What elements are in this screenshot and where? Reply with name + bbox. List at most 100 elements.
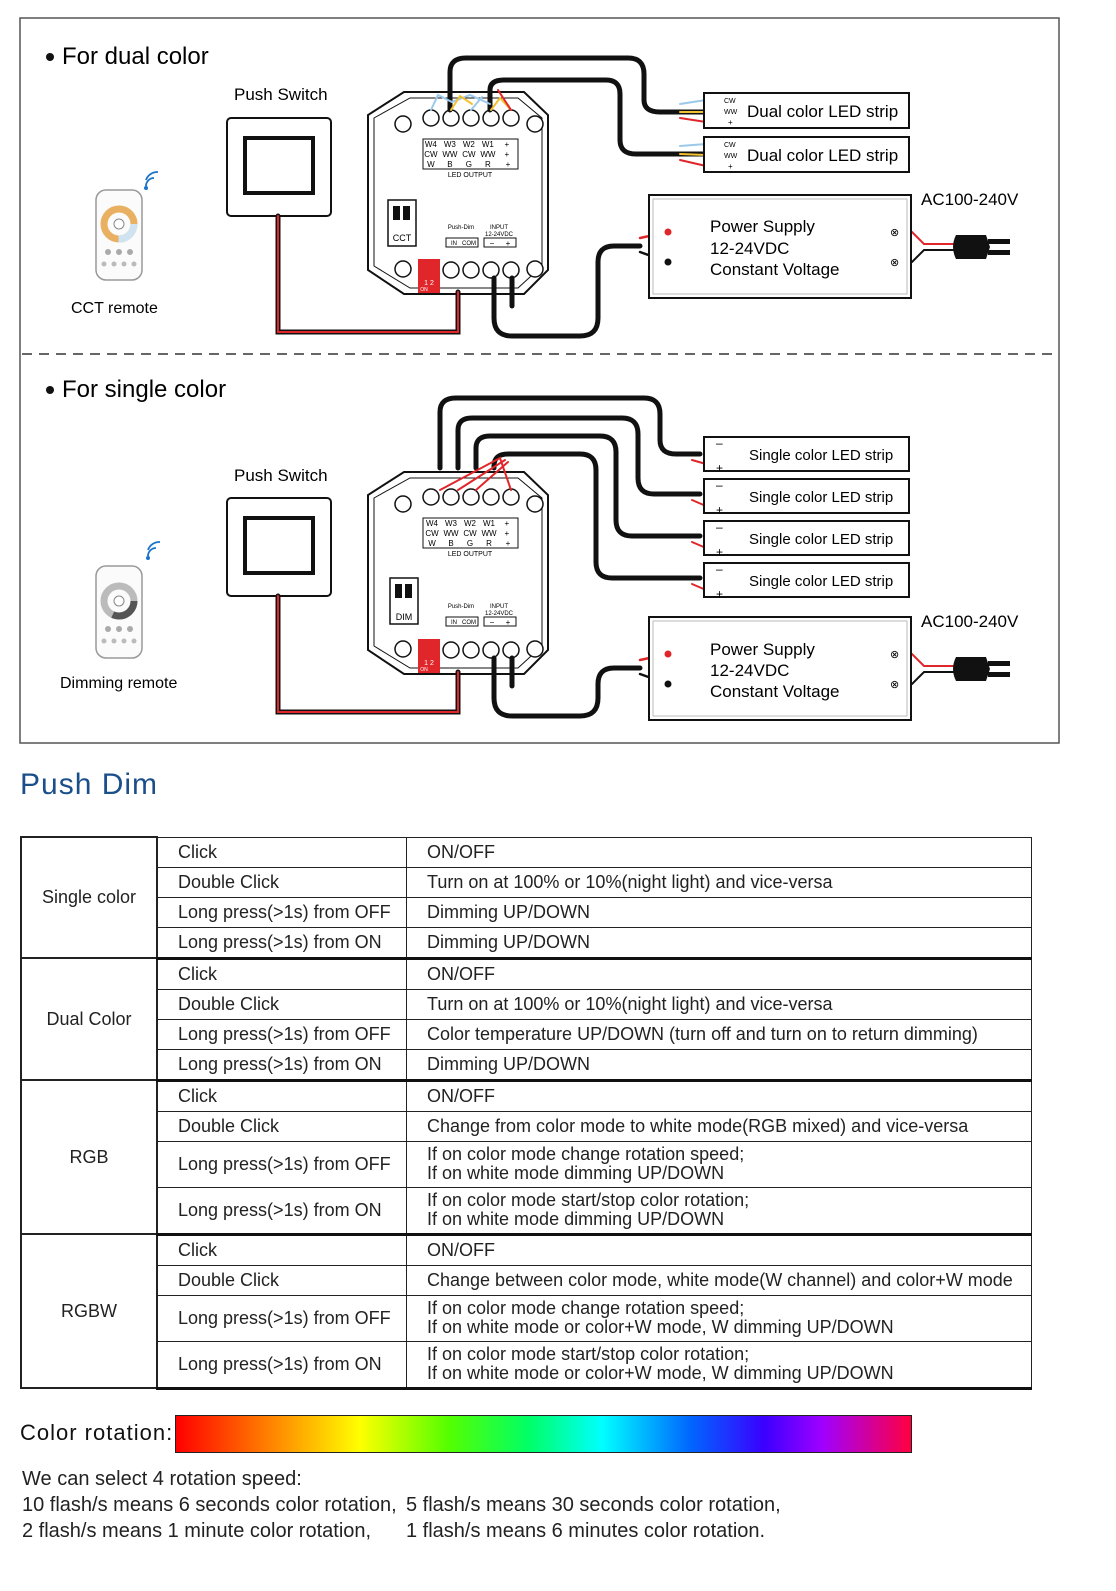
svg-text:ON: ON <box>420 667 428 673</box>
svg-text:⊗: ⊗ <box>890 257 899 269</box>
svg-text:+: + <box>716 545 723 559</box>
table-action-cell: Double Click <box>156 988 407 1020</box>
table-group-cell: RGB <box>20 1079 158 1235</box>
table-row: Long press(>1s) from OFF Dimming UP/DOWN <box>21 896 1032 928</box>
svg-text:Push-Dim: Push-Dim <box>448 604 474 610</box>
svg-text:Dual color LED strip: Dual color LED strip <box>747 146 898 165</box>
function-line: Change between color mode, white mode(W … <box>427 1269 1013 1290</box>
rotation-speed-notes: We can select 4 rotation speed: 10 flash… <box>22 1466 781 1544</box>
function-line: Dimming UP/DOWN <box>427 931 591 952</box>
function-line: Dimming UP/DOWN <box>427 901 591 922</box>
function-line: ON/OFF <box>427 1085 495 1106</box>
diagram-frame <box>19 17 1060 744</box>
svg-text:⊗: ⊗ <box>890 649 899 661</box>
table-action-cell: Double Click <box>156 1110 407 1142</box>
function-line: If on white mode dimming UP/DOWN <box>427 1209 725 1229</box>
svg-text:12-24VDC: 12-24VDC <box>710 661 789 680</box>
svg-text:−: − <box>490 239 495 248</box>
svg-text:COM: COM <box>462 241 476 247</box>
table-row: Double Click Change between color mode, w… <box>21 1264 1032 1296</box>
svg-text:+: + <box>506 618 511 627</box>
table-action-cell: Long press(>1s) from ON <box>156 1340 407 1390</box>
single-section: For single color Push Switch Dimming rem… <box>46 376 1019 721</box>
rotation-speed-text: 10 flash/s means 6 seconds color rotatio… <box>22 1494 397 1516</box>
svg-text:LED OUTPUT: LED OUTPUT <box>448 172 493 179</box>
function-line: Dimming UP/DOWN <box>427 1053 591 1074</box>
table-function-cell: If on color mode start/stop color rotati… <box>406 1186 1032 1236</box>
svg-text:–: – <box>716 478 723 492</box>
table-action-cell: Long press(>1s) from OFF <box>156 1018 407 1050</box>
table-action-cell: Click <box>156 1233 407 1266</box>
svg-text:WW: WW <box>724 153 738 160</box>
rotation-speed-text: 1 flash/s means 6 minutes color rotation… <box>406 1520 766 1542</box>
table-row: Long press(>1s) from ON Dimming UP/DOWN <box>21 1048 1032 1082</box>
svg-text:Single color LED strip: Single color LED strip <box>749 489 893 506</box>
mode-label-dim: DIM <box>396 612 413 622</box>
table-row: Long press(>1s) from ON If on color mode … <box>21 1340 1032 1390</box>
dual-section: For dual color Push Switch CCT remote <box>46 43 1019 339</box>
svg-text:IN: IN <box>451 620 457 626</box>
push-switch-label-2: Push Switch <box>234 466 328 485</box>
svg-text:Push-Dim: Push-Dim <box>448 225 474 231</box>
table-function-cell: If on color mode change rotation speed;I… <box>406 1294 1032 1342</box>
function-line: Color temperature UP/DOWN (turn off and … <box>427 1023 978 1044</box>
table-function-cell: ON/OFF <box>406 836 1032 868</box>
svg-text:⊗: ⊗ <box>890 679 899 691</box>
table-action-cell: Click <box>156 836 407 868</box>
svg-text:Dual color LED strip: Dual color LED strip <box>747 102 898 121</box>
svg-text:+: + <box>506 239 511 248</box>
svg-text:1 2: 1 2 <box>424 660 434 667</box>
function-line: If on white mode or color+W mode, W dimm… <box>427 1363 894 1383</box>
dual-heading: For dual color <box>62 43 209 70</box>
table-group-cell: RGBW <box>20 1233 158 1389</box>
ac-plug-icon <box>953 657 1010 681</box>
svg-text:12-24VDC: 12-24VDC <box>710 239 789 258</box>
svg-text:ON: ON <box>420 287 428 293</box>
function-line: Turn on at 100% or 10%(night light) and … <box>427 871 833 892</box>
cct-remote-icon <box>95 171 159 281</box>
table-function-cell: Turn on at 100% or 10%(night light) and … <box>406 988 1032 1020</box>
svg-text:INPUT: INPUT <box>490 225 508 231</box>
table-function-cell: ON/OFF <box>406 1079 1032 1112</box>
svg-text:INPUT: INPUT <box>490 604 508 610</box>
table-function-cell: Color temperature UP/DOWN (turn off and … <box>406 1018 1032 1050</box>
table-action-cell: Double Click <box>156 1264 407 1296</box>
svg-text:Constant Voltage: Constant Voltage <box>710 682 839 701</box>
svg-text:Single color LED strip: Single color LED strip <box>749 447 893 464</box>
table-action-cell: Long press(>1s) from ON <box>156 1186 407 1236</box>
ac-label-single: AC100-240V <box>921 612 1019 631</box>
svg-text:+: + <box>728 118 733 127</box>
wires-single <box>275 395 957 719</box>
svg-text:CW: CW <box>724 142 736 149</box>
function-line: If on color mode start/stop color rotati… <box>427 1344 750 1364</box>
table-action-cell: Click <box>156 1079 407 1112</box>
svg-text:W4 W3 W2: W4 W3 W2 W1 + CW WW CW WW + W B G R + <box>424 140 511 169</box>
table-action-cell: Long press(>1s) from ON <box>156 1048 407 1082</box>
table-function-cell: If on color mode change rotation speed;I… <box>406 1140 1032 1188</box>
dimming-remote-label: Dimming remote <box>60 675 177 692</box>
svg-text:Single color LED strip: Single color LED strip <box>749 531 893 548</box>
svg-text:+: + <box>716 503 723 517</box>
svg-text:–: – <box>716 520 723 534</box>
function-line: If on color mode change rotation speed; <box>427 1298 745 1318</box>
rotation-intro: We can select 4 rotation speed: <box>22 1468 302 1490</box>
color-rotation-label: Color rotation: <box>20 1420 174 1445</box>
section-title: Push Dim <box>20 768 159 801</box>
table-action-cell: Long press(>1s) from OFF <box>156 896 407 928</box>
function-line: If on color mode change rotation speed; <box>427 1144 745 1164</box>
power-supply-dual: Power Supply 12-24VDC Constant Voltage ⊗… <box>648 194 912 299</box>
svg-text:−: − <box>490 618 495 627</box>
svg-text:Single color LED strip: Single color LED strip <box>749 573 893 590</box>
table-action-cell: Double Click <box>156 866 407 898</box>
